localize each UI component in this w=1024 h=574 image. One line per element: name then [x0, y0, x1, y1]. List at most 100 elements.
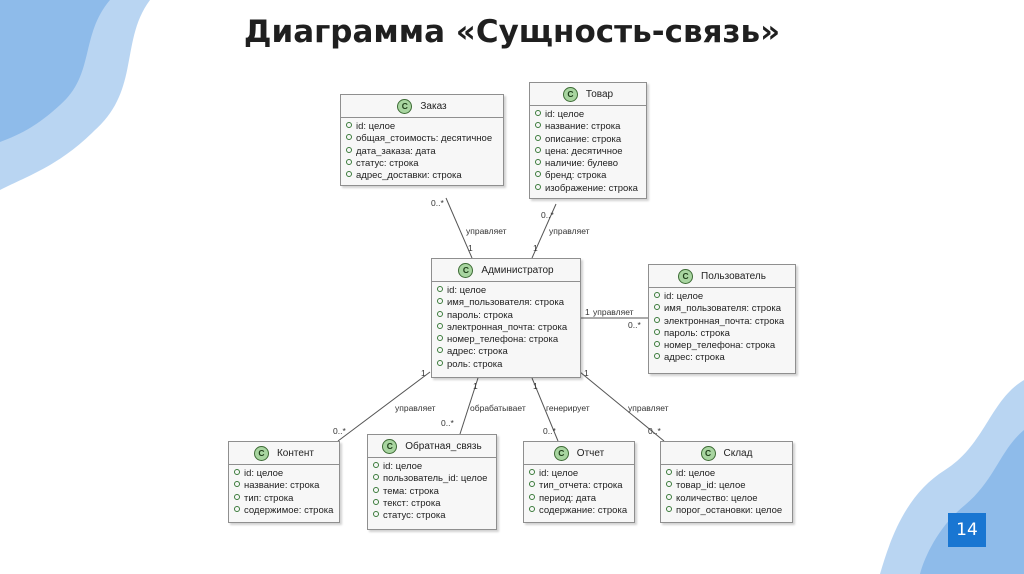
- entity-warehouse-attributes: id: целое товар_id: целое количество: це…: [661, 465, 792, 519]
- entity-content-name: Контент: [276, 447, 315, 459]
- attribute: id: целое: [373, 461, 491, 473]
- entity-order[interactable]: C Заказ id: целое общая_стоимость: десят…: [340, 94, 504, 186]
- entity-product-header: C Товар: [530, 83, 646, 106]
- product-relation-multiplicity: 0..*: [541, 210, 554, 220]
- attribute: id: целое: [234, 468, 334, 480]
- entity-content-header: C Контент: [229, 442, 339, 465]
- entity-warehouse-name: Склад: [723, 447, 753, 459]
- report-relation-label: генерирует: [546, 403, 590, 413]
- product-admin-line: [531, 203, 557, 259]
- class-icon: C: [553, 445, 569, 461]
- product-relation-label: управляет: [549, 226, 590, 236]
- attribute: имя_пользователя: строка: [437, 297, 575, 309]
- attribute: имя_пользователя: строка: [654, 303, 790, 315]
- class-icon: C: [458, 262, 474, 278]
- attribute: количество: целое: [666, 493, 787, 505]
- entity-report-header: C Отчет: [524, 442, 634, 465]
- feedback-relation-label: обрабатывает: [470, 403, 526, 413]
- top-left-blob-inner: [0, 0, 110, 142]
- class-icon: C: [562, 86, 578, 102]
- attribute: электронная_почта: строка: [437, 322, 575, 334]
- admin-feedback-line: [459, 377, 479, 435]
- class-icon: C: [382, 438, 398, 454]
- attribute: статус: строка: [346, 158, 498, 170]
- attribute: пароль: строка: [437, 310, 575, 322]
- bottom-right-blob-inner: [920, 430, 1024, 574]
- attribute: содержимое: строка: [234, 505, 334, 517]
- attribute: пользователь_id: целое: [373, 473, 491, 485]
- attribute: адрес: строка: [437, 346, 575, 358]
- admin-warehouse-line: [579, 371, 665, 442]
- entity-product-attributes: id: целое название: строка описание: стр…: [530, 106, 646, 197]
- entity-report-attributes: id: целое тип_отчета: строка период: дат…: [524, 465, 634, 519]
- entity-admin-header: C Администратор: [432, 259, 580, 282]
- attribute: наличие: булево: [535, 158, 641, 170]
- attribute: тип_отчета: строка: [529, 480, 629, 492]
- slide-title: Диаграмма «Сущность-связь»: [243, 14, 781, 50]
- attribute: id: целое: [666, 468, 787, 480]
- entity-user[interactable]: C Пользователь id: целое имя_пользовател…: [648, 264, 796, 374]
- attribute: id: целое: [654, 291, 790, 303]
- entity-user-header: C Пользователь: [649, 265, 795, 288]
- feedback-relation-multiplicity: 0..*: [441, 418, 454, 428]
- attribute: номер_телефона: строка: [654, 340, 790, 352]
- entity-feedback-name: Обратная_связь: [405, 440, 482, 452]
- entity-user-attributes: id: целое имя_пользователя: строка элект…: [649, 288, 795, 367]
- entity-feedback[interactable]: C Обратная_связь id: целое пользователь_…: [367, 434, 497, 530]
- content-relation-multiplicity: 0..*: [333, 426, 346, 436]
- entity-warehouse-header: C Склад: [661, 442, 792, 465]
- user-relation-multiplicity: 0..*: [628, 320, 641, 330]
- attribute: электронная_почта: строка: [654, 316, 790, 328]
- order-relation-multiplicity: 0..*: [431, 198, 444, 208]
- attribute: роль: строка: [437, 359, 575, 371]
- entity-product-name: Товар: [585, 88, 614, 100]
- attribute: товар_id: целое: [666, 480, 787, 492]
- admin-content-line: [337, 371, 431, 442]
- report-relation-multiplicity: 0..*: [543, 426, 556, 436]
- product-relation-admin-multiplicity: 1: [533, 243, 538, 253]
- attribute: цена: десятичное: [535, 146, 641, 158]
- attribute: общая_стоимость: десятичное: [346, 133, 498, 145]
- attribute: статус: строка: [373, 510, 491, 522]
- attribute: id: целое: [437, 285, 575, 297]
- entity-report[interactable]: C Отчет id: целое тип_отчета: строка пер…: [523, 441, 635, 523]
- entity-report-name: Отчет: [576, 447, 605, 459]
- entity-warehouse[interactable]: C Склад id: целое товар_id: целое количе…: [660, 441, 793, 523]
- attribute: тип: строка: [234, 493, 334, 505]
- order-relation-label: управляет: [466, 226, 507, 236]
- order-relation-admin-multiplicity: 1: [468, 243, 473, 253]
- class-icon: C: [397, 98, 413, 114]
- entity-order-header: C Заказ: [341, 95, 503, 118]
- entity-admin[interactable]: C Администратор id: целое имя_пользовате…: [431, 258, 581, 378]
- user-relation-label: управляет: [593, 307, 634, 317]
- entity-feedback-attributes: id: целое пользователь_id: целое тема: с…: [368, 458, 496, 524]
- attribute: бренд: строка: [535, 170, 641, 182]
- entity-user-name: Пользователь: [701, 270, 766, 282]
- feedback-relation-admin-multiplicity: 1: [473, 381, 478, 391]
- bottom-right-blob: [880, 380, 1024, 574]
- content-relation-label: управляет: [395, 403, 436, 413]
- attribute: название: строка: [535, 121, 641, 133]
- warehouse-relation-admin-multiplicity: 1: [584, 368, 589, 378]
- attribute: id: целое: [529, 468, 629, 480]
- report-relation-admin-multiplicity: 1: [533, 381, 538, 391]
- attribute: период: дата: [529, 493, 629, 505]
- user-relation-admin-multiplicity: 1: [585, 307, 590, 317]
- page-number-badge: 14: [948, 513, 986, 547]
- attribute: пароль: строка: [654, 328, 790, 340]
- attribute: адрес: строка: [654, 352, 790, 364]
- warehouse-relation-label: управляет: [628, 403, 669, 413]
- class-icon: C: [253, 445, 269, 461]
- entity-content-attributes: id: целое название: строка тип: строка с…: [229, 465, 339, 519]
- entity-product[interactable]: C Товар id: целое название: строка описа…: [529, 82, 647, 199]
- entity-content[interactable]: C Контент id: целое название: строка тип…: [228, 441, 340, 523]
- attribute: тема: строка: [373, 486, 491, 498]
- warehouse-relation-multiplicity: 0..*: [648, 426, 661, 436]
- attribute: порог_остановки: целое: [666, 505, 787, 517]
- class-icon: C: [700, 445, 716, 461]
- attribute: номер_телефона: строка: [437, 334, 575, 346]
- order-admin-line: [445, 197, 473, 259]
- top-left-blob: [0, 0, 150, 190]
